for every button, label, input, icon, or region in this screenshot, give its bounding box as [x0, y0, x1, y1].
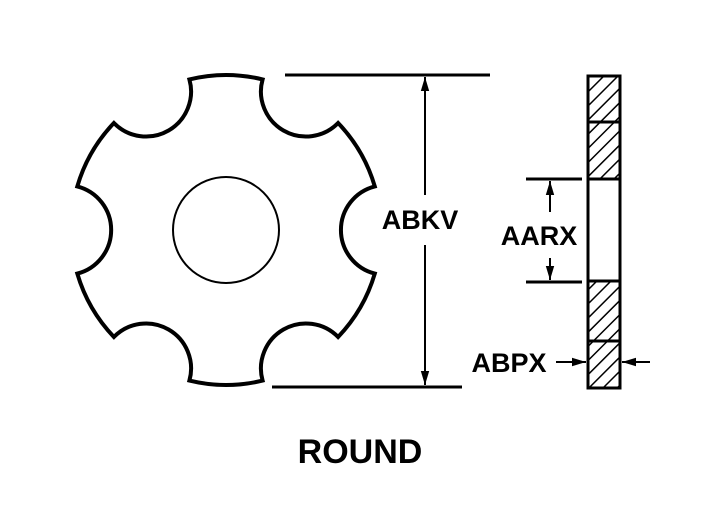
caption-round: ROUND — [298, 433, 423, 471]
label-abkv: ABKV — [382, 205, 459, 235]
washer-front-outline — [74, 73, 378, 387]
hatch-seg-3 — [586, 279, 622, 343]
hatch-seg-1 — [586, 74, 622, 124]
hatch-seg-4 — [586, 339, 622, 390]
label-abpx: ABPX — [471, 348, 546, 378]
center-hole — [172, 176, 280, 284]
side-hole — [586, 177, 622, 283]
hatch-seg-2 — [586, 120, 622, 181]
label-aarx: AARX — [501, 221, 578, 251]
